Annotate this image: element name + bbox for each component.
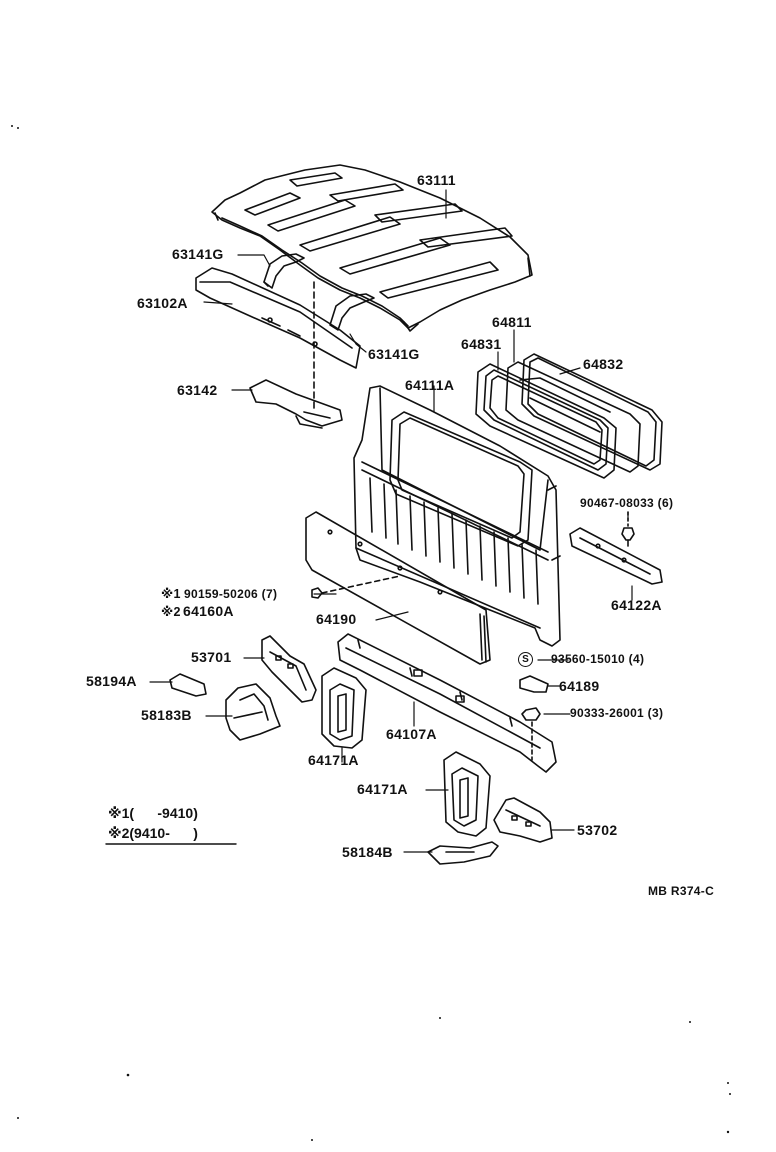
weatherstrip-64832 — [521, 353, 663, 471]
label-90159: 90159-50206 (7) — [184, 587, 278, 601]
scan-specks — [11, 125, 731, 1141]
s-symbol-icon: S — [518, 652, 533, 667]
label-63141g-bottom: 63141G — [368, 346, 420, 362]
label-63142: 63142 — [177, 382, 218, 398]
label-58183b: 58183B — [141, 707, 192, 723]
label-64831: 64831 — [461, 336, 502, 352]
note-1: ※1( -9410) — [108, 805, 198, 821]
label-64107a: 64107A — [386, 726, 437, 742]
board-64190 — [305, 511, 491, 665]
note-2: ※2(9410- ) — [108, 825, 198, 841]
plate-64189 — [519, 675, 549, 693]
gusset-58183b — [225, 683, 281, 741]
stake-pocket-64171a-right — [443, 751, 491, 837]
leader-lines — [149, 189, 633, 853]
label-58194a: 58194A — [86, 673, 137, 689]
label-64832: 64832 — [583, 356, 624, 372]
marker-2: ※2 — [161, 605, 181, 619]
label-63141g-top: 63141G — [172, 246, 224, 262]
rail-64122a — [569, 527, 663, 585]
plate-58194a — [169, 673, 207, 697]
label-64171a-right: 64171A — [357, 781, 408, 797]
diagram-code: MB R374-C — [648, 884, 715, 898]
label-64190: 64190 — [316, 611, 357, 627]
label-64811: 64811 — [492, 314, 532, 330]
roof-bow-63141g-bottom — [329, 293, 375, 331]
roof-bow-63141g-top — [263, 253, 305, 289]
label-64189: 64189 — [559, 678, 600, 694]
sill-64107a — [337, 633, 557, 773]
bracket-53702 — [493, 797, 553, 843]
plate-58184b — [427, 841, 499, 865]
label-63111: 63111 — [417, 172, 456, 188]
bracket-63142 — [249, 379, 343, 429]
label-64160a: 64160A — [183, 603, 234, 619]
label-63102a: 63102A — [137, 295, 188, 311]
bracket-53701 — [261, 635, 317, 703]
marker-1: ※1 — [161, 587, 181, 601]
label-93560: 93560-15010 (4) — [551, 652, 645, 666]
label-64171a-left: 64171A — [308, 752, 359, 768]
window-glass-64811 — [505, 361, 641, 473]
stake-pocket-64171a-left — [321, 667, 367, 749]
label-90467: 90467-08033 (6) — [580, 496, 674, 510]
nut-90333 — [521, 707, 541, 761]
roof-panel-63111 — [211, 164, 533, 332]
label-64111a: 64111A — [405, 377, 455, 393]
label-53702: 53702 — [577, 822, 618, 838]
clip-90159 — [311, 587, 323, 599]
label-58184b: 58184B — [342, 844, 393, 860]
label-90333: 90333-26001 (3) — [570, 706, 664, 720]
label-64122a: 64122A — [611, 597, 662, 613]
label-53701: 53701 — [191, 649, 232, 665]
header-rail-63102a — [195, 267, 361, 369]
guide-line-clip — [321, 575, 401, 594]
